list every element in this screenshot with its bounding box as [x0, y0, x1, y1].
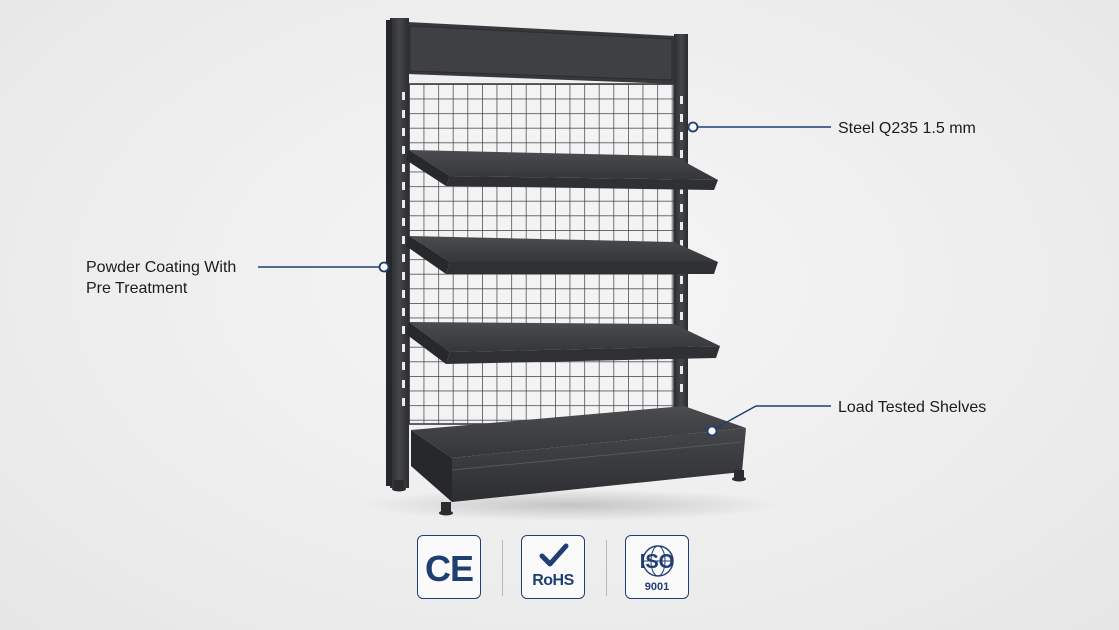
- shelf-1: [406, 150, 718, 190]
- badge-divider: [502, 540, 503, 596]
- callout-load-pointer: [706, 405, 831, 437]
- floor-shadow: [360, 489, 780, 521]
- header-panel: [407, 22, 676, 84]
- shelf-3: [406, 322, 720, 364]
- iso-mark-text: ISO: [639, 551, 675, 573]
- callout-powder-line-1: Powder Coating With: [86, 259, 237, 276]
- base-deck: [411, 406, 746, 502]
- shelf-2: [406, 236, 718, 274]
- callout-steel-label: Steel Q235 1.5 mm: [838, 118, 976, 139]
- callout-load-line-1: Load Tested Shelves: [838, 399, 987, 416]
- iso-certification-badge: ISO 9001: [625, 535, 689, 599]
- leveling-feet: [392, 470, 746, 516]
- ce-certification-badge: CE: [417, 535, 481, 599]
- ce-mark-text: CE: [424, 548, 474, 589]
- callout-steel-pointer: [687, 121, 831, 133]
- rohs-certification-badge: RoHS: [521, 535, 585, 599]
- rohs-mark-text: RoHS: [532, 572, 574, 589]
- badge-divider: [606, 540, 607, 596]
- callout-powder-line-2: Pre Treatment: [86, 280, 188, 297]
- callout-load-label: Load Tested Shelves: [838, 397, 986, 418]
- globe-icon: [642, 545, 674, 577]
- checkmark-icon: [539, 543, 569, 567]
- left-upright: [386, 18, 409, 488]
- iso-standard-number: 9001: [644, 581, 670, 593]
- callout-steel-line-1: Steel Q235 1.5 mm: [838, 120, 976, 137]
- callout-powder-pointer: [258, 261, 390, 273]
- callout-powder-label: Powder Coating With Pre Treatment: [86, 257, 236, 299]
